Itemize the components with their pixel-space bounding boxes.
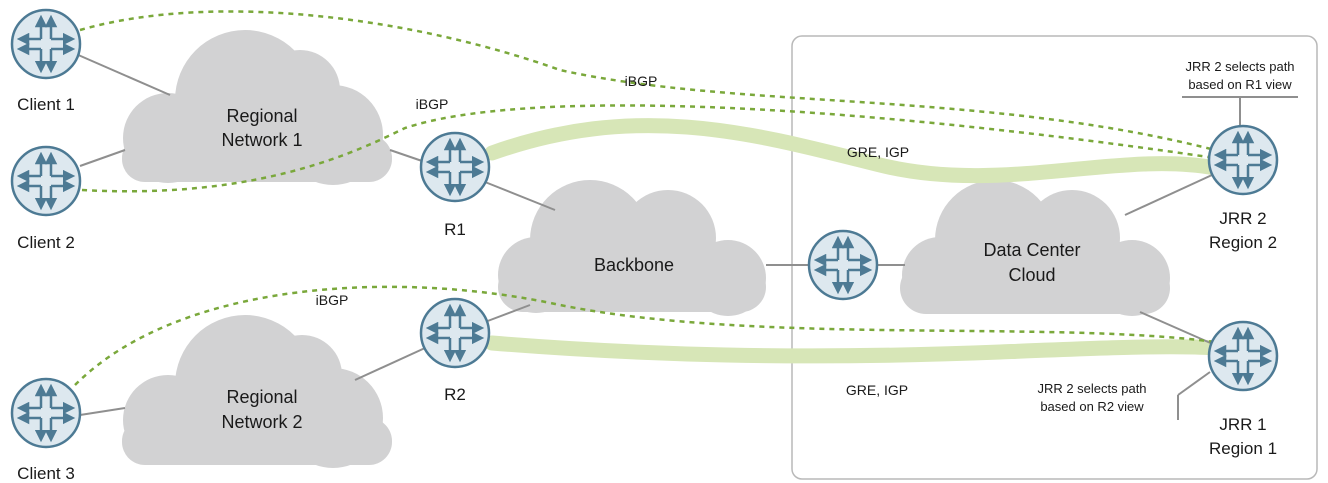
client3-router[interactable] <box>12 379 80 447</box>
note-top-line2: based on R1 view <box>1188 77 1292 92</box>
dc-router[interactable] <box>809 231 877 299</box>
gre-tunnel-top <box>484 118 1223 184</box>
link-rn2-r2 <box>354 347 426 381</box>
rn2-label-line1: Regional <box>226 387 297 407</box>
r2-router[interactable] <box>421 299 489 367</box>
jrr1-label-line1: JRR 1 <box>1219 415 1266 434</box>
dc-label-line2: Cloud <box>1008 265 1055 285</box>
data-center-boundary <box>791 35 1318 480</box>
link-r1-backbone <box>484 181 556 211</box>
data-center-cloud <box>900 180 1170 316</box>
note-low-line2: based on R2 view <box>1040 399 1144 414</box>
client2-router[interactable] <box>12 147 80 215</box>
link-client1-rn1 <box>75 53 171 96</box>
link-r2-backbone <box>484 304 531 323</box>
callout-leader-bottom <box>1177 371 1211 396</box>
regional-network-1-cloud <box>122 30 392 185</box>
r2-label: R2 <box>444 385 466 404</box>
gre-label-top: GRE, IGP <box>847 144 909 160</box>
ibgp-label-low: iBGP <box>316 292 349 308</box>
cloud-icon <box>122 30 1170 468</box>
rn2-label-line2: Network 2 <box>221 412 302 432</box>
rn1-label-line1: Regional <box>226 106 297 126</box>
ibgp-label-mid: iBGP <box>416 96 449 112</box>
client1-router[interactable] <box>12 10 80 78</box>
link-dccloud-jrr2 <box>1124 174 1213 216</box>
ibgp-client2-jrr2 <box>81 104 1216 193</box>
gre-tunnel-bottom <box>484 335 1223 364</box>
ibgp-client3-jrr1 <box>74 285 1216 386</box>
dc-label-line1: Data Center <box>983 240 1080 260</box>
gre-label-low: GRE, IGP <box>846 382 908 398</box>
jrr2-label-line1: JRR 2 <box>1219 209 1266 228</box>
jrr1-router[interactable] <box>1209 322 1277 390</box>
r1-router[interactable] <box>421 133 489 201</box>
link-client2-rn1 <box>79 149 126 167</box>
rn1-label-line2: Network 1 <box>221 130 302 150</box>
r1-label: R1 <box>444 220 466 239</box>
client1-label: Client 1 <box>17 95 75 114</box>
link-client3-rn2 <box>79 407 126 416</box>
jrr2-router[interactable] <box>1209 126 1277 194</box>
regional-network-2-cloud <box>122 315 392 468</box>
client3-label: Client 3 <box>17 464 75 483</box>
jrr1-label-line2: Region 1 <box>1209 439 1277 458</box>
jrr2-label-line2: Region 2 <box>1209 233 1277 252</box>
backbone-cloud <box>498 180 766 316</box>
note-top-line1: JRR 2 selects path <box>1185 59 1294 74</box>
client2-label: Client 2 <box>17 233 75 252</box>
note-low-line1: JRR 2 selects path <box>1037 381 1146 396</box>
backbone-label: Backbone <box>594 255 674 275</box>
ibgp-client1-jrr2 <box>79 10 1216 152</box>
ibgp-label-top: iBGP <box>625 73 658 89</box>
link-rn1-r1 <box>389 149 426 163</box>
